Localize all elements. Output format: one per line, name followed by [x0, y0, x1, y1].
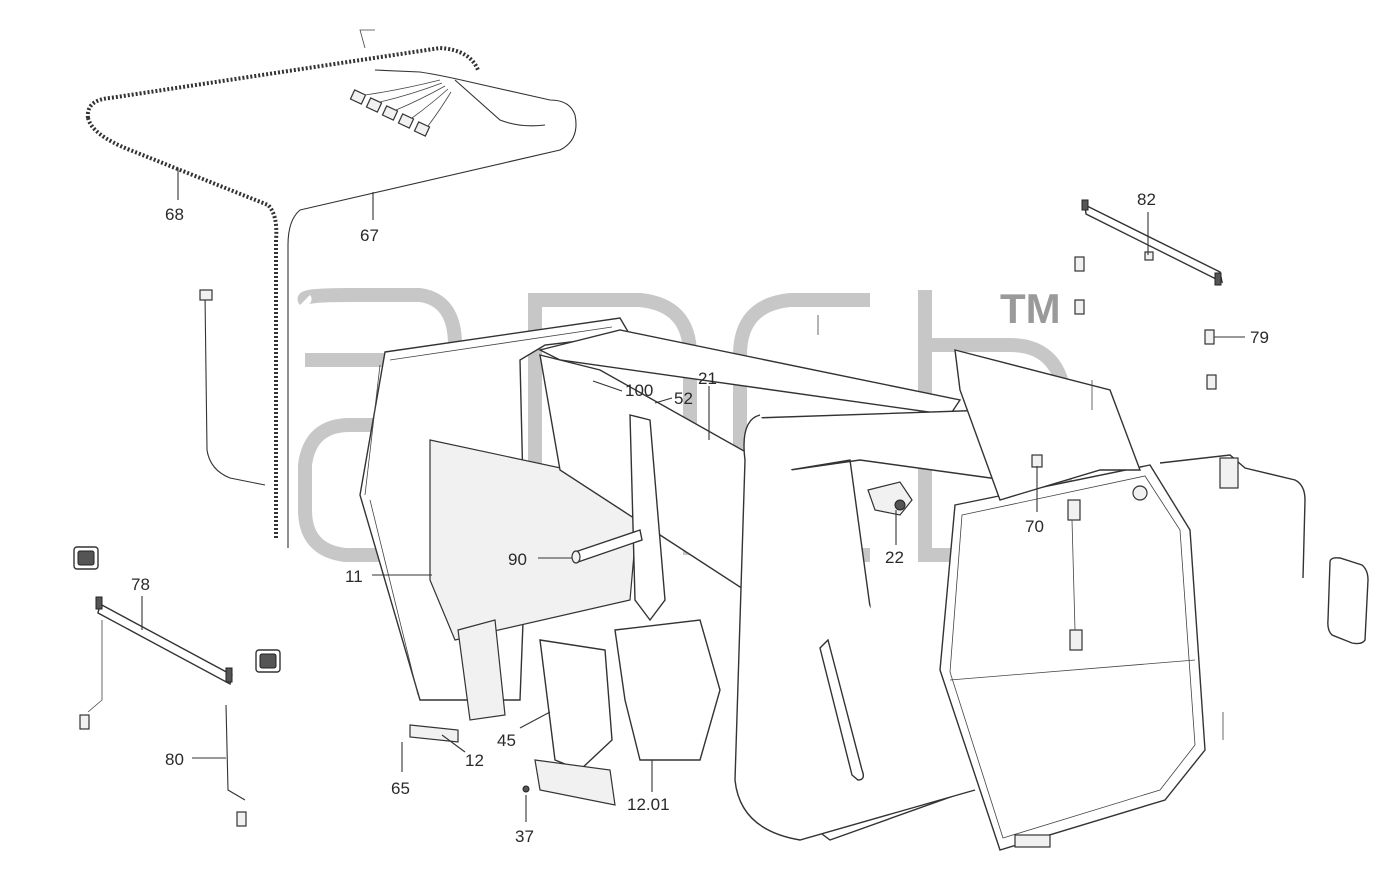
connector-block [349, 79, 452, 137]
callout-67: 67 [360, 226, 379, 245]
callout-80: 80 [165, 750, 184, 769]
leader-45 [519, 711, 551, 729]
callout-11: 11 [345, 567, 363, 586]
callout-45: 45 [497, 731, 516, 750]
cable-80 [225, 704, 247, 827]
leader-12 [441, 734, 466, 753]
leader-100 [592, 380, 623, 392]
callout-12: 12 [465, 751, 484, 770]
callout-70: 70 [1025, 517, 1044, 536]
callout-79: 79 [1250, 328, 1269, 347]
cab-body [359, 315, 1369, 851]
lamp-bracket-78 [79, 596, 233, 730]
callout-82: 82 [1137, 190, 1156, 209]
callout-90: 90 [508, 550, 527, 569]
wiring-harness [85, 29, 577, 548]
callout-22: 22 [885, 548, 904, 567]
callout-65: 65 [391, 779, 410, 798]
nut-37 [522, 785, 530, 793]
callout-52: 52 [674, 389, 693, 408]
callouts: 68 67 82 79 100 52 21 90 22 70 11 78 [131, 168, 1269, 846]
watermark-tm: TM [1000, 285, 1061, 332]
work-lamps [73, 546, 281, 673]
callout-78: 78 [131, 575, 150, 594]
callout-100: 100 [625, 381, 653, 400]
callout-12-01: 12.01 [627, 795, 670, 814]
callout-68: 68 [165, 205, 184, 224]
bracket-82 [1081, 199, 1223, 286]
clips-79 [1074, 256, 1217, 390]
callout-37: 37 [515, 827, 534, 846]
callout-21: 21 [698, 369, 717, 388]
leader-52 [654, 397, 673, 404]
